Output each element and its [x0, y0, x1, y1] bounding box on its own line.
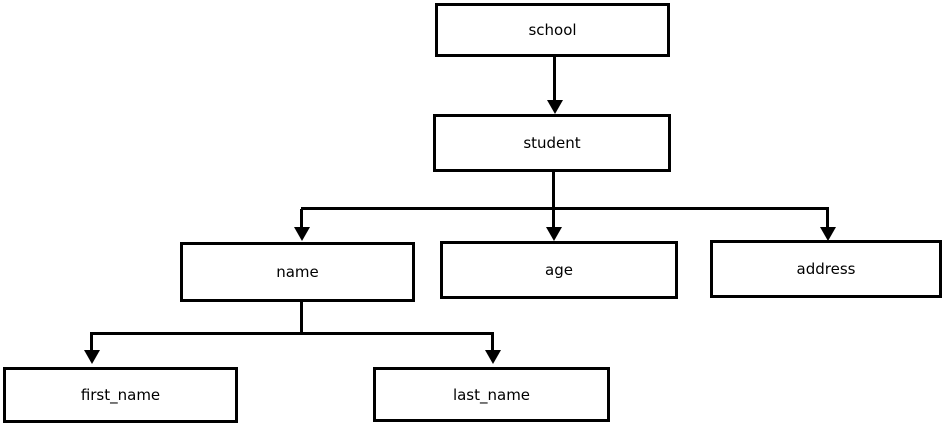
node-first-name: first_name [3, 367, 238, 423]
edge-name-firstname-line [90, 334, 93, 351]
node-school: school [435, 3, 670, 57]
edge-school-student-line [553, 57, 556, 101]
edge-student-address-arrowhead [820, 227, 836, 241]
node-name: name [180, 242, 415, 302]
edge-name-trunk-line [300, 302, 303, 335]
node-school-label: school [528, 21, 577, 39]
edge-name-lastname-arrowhead [485, 350, 501, 364]
node-age-label: age [545, 261, 573, 279]
edge-student-name-line [300, 209, 303, 228]
edge-student-trunk-line [552, 172, 555, 228]
edge-student-address-line [826, 209, 829, 228]
node-last-name-label: last_name [452, 385, 531, 404]
node-name-label: name [276, 263, 319, 281]
node-address: address [710, 240, 942, 298]
node-student: student [433, 114, 671, 172]
edge-student-age-arrowhead [546, 227, 562, 241]
edge-name-children-hline [90, 332, 494, 335]
edge-name-lastname-line [491, 334, 494, 351]
edge-name-firstname-arrowhead [84, 350, 100, 364]
edge-student-name-arrowhead [294, 227, 310, 241]
edge-student-children-hline [301, 207, 829, 210]
node-age: age [440, 241, 678, 299]
node-address-label: address [796, 260, 856, 278]
node-first-name-label: first_name [80, 386, 161, 404]
node-student-label: student [523, 134, 581, 152]
node-last-name: last_name [373, 367, 610, 422]
edge-school-student-arrowhead [547, 100, 563, 114]
